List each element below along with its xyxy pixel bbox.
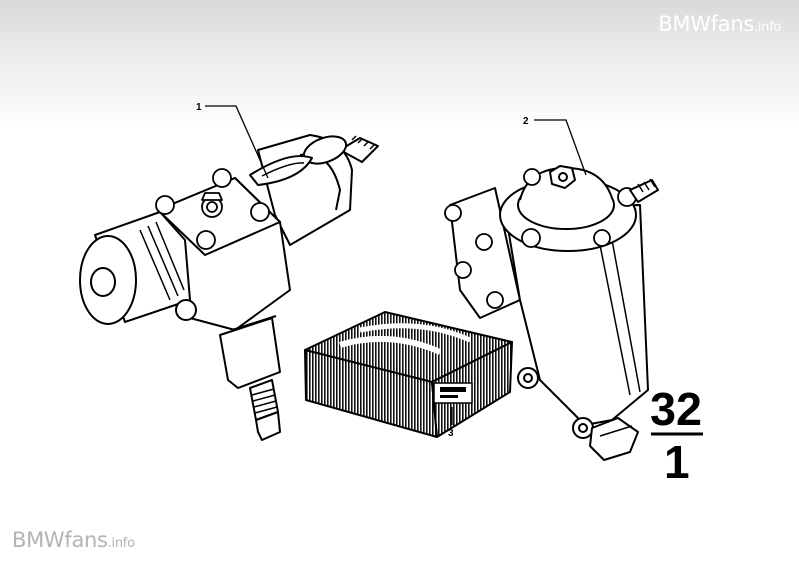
repair-kit-box-3[interactable] <box>304 311 513 438</box>
group-number-main: 32 <box>650 383 702 435</box>
part-label-1[interactable]: 1 <box>196 102 202 113</box>
part-label-2[interactable]: 2 <box>523 116 529 127</box>
leader-line-2 <box>534 119 587 176</box>
leader-line-1 <box>205 105 269 179</box>
watermark-bottom-brand: BMWfans <box>12 528 108 552</box>
header-gradient <box>0 0 799 130</box>
watermark-top-suffix: .info <box>753 20 781 35</box>
watermark-bottom-suffix: .info <box>107 536 135 551</box>
part-label-3[interactable]: 3 <box>448 428 454 439</box>
steering-box-2[interactable] <box>444 165 659 461</box>
watermark-top: BMWfans.info <box>658 12 781 36</box>
group-number-sub: 1 <box>664 436 690 488</box>
steering-box-1[interactable] <box>79 131 379 441</box>
watermark-bottom: BMWfans.info <box>12 528 135 552</box>
watermark-top-brand: BMWfans <box>658 12 754 36</box>
